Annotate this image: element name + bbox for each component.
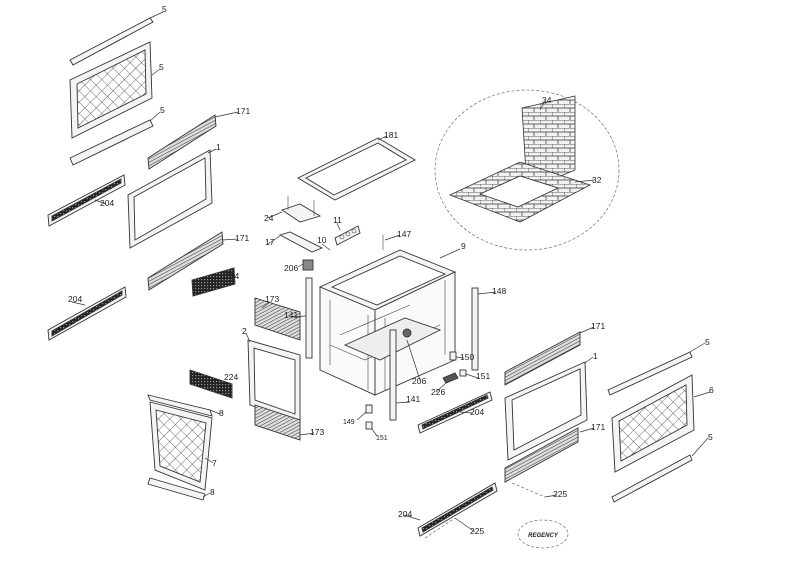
small-parts [365, 351, 467, 430]
part-label: 171 [591, 422, 605, 432]
receptacle-11 [334, 225, 361, 246]
part-label: 171 [235, 233, 249, 243]
top-rail-5 [69, 17, 154, 66]
part-label: 5 [708, 432, 713, 442]
part-label: 5 [160, 105, 165, 115]
part-label: 32 [592, 175, 602, 185]
part-label: 173 [265, 294, 279, 304]
part-label: 8 [210, 487, 215, 497]
frame-1-right [504, 361, 588, 461]
top-panel-181 [297, 137, 416, 201]
part-label: 141 [284, 310, 298, 320]
part-label: 5 [705, 337, 710, 347]
part-label: 149 [343, 419, 355, 426]
cover-17 [278, 231, 324, 253]
part-label: 1 [593, 351, 598, 361]
part-label: 206 [284, 263, 298, 273]
switch-206-upper [302, 259, 314, 271]
side-rail-8-bottom [147, 477, 206, 501]
part-label: 9 [461, 241, 466, 251]
side-screen-7 [149, 401, 213, 491]
part-label: 34 [542, 95, 552, 105]
side-frame-2 [247, 339, 301, 423]
part-label: 8 [219, 408, 224, 418]
grille-224-lower [189, 369, 233, 399]
part-label: 141 [406, 394, 420, 404]
part-label: 204 [100, 198, 114, 208]
part-labels: 5 5 5 171 1 204 181 34 32 24 11 147 17 1… [68, 4, 714, 536]
rail-5-right-bottom [611, 454, 693, 503]
screen-panel-6 [611, 374, 695, 473]
part-label: 225 [553, 489, 567, 499]
part-label: 17 [265, 237, 275, 247]
frame-1-left [127, 149, 213, 249]
svg-text:REGENCY: REGENCY [528, 533, 559, 539]
part-label: 5 [162, 4, 167, 14]
part-label: 147 [397, 229, 411, 239]
louver-171-upper [147, 114, 217, 170]
part-label: 150 [460, 352, 474, 362]
part-label: 151 [376, 435, 388, 442]
part-label: 151 [476, 371, 490, 381]
screw-guides [424, 482, 546, 539]
brick-back-panel-34 [521, 95, 576, 191]
part-label: 5 [159, 62, 164, 72]
part-label: 11 [333, 215, 342, 225]
part-label: 224 [225, 271, 239, 281]
side-rail-8-top [147, 394, 213, 417]
part-label: 1 [216, 142, 221, 152]
part-label: 204 [68, 294, 82, 304]
part-label: 148 [492, 286, 506, 296]
part-label: 6 [709, 385, 714, 395]
post-141-left [305, 277, 313, 359]
part-label: 24 [264, 213, 274, 223]
part-label: 204 [470, 407, 484, 417]
post-141-right [389, 329, 397, 421]
louver-173-lower [254, 404, 301, 441]
part-label: 7 [212, 458, 217, 468]
grille-204-bottom [417, 482, 498, 537]
detail-callout-ellipse [434, 89, 620, 251]
regency-logo: REGENCY [517, 519, 569, 549]
part-label: 225 [470, 526, 484, 536]
louver-173-upper [254, 297, 301, 341]
rail-5-right-top [607, 351, 693, 396]
part-label: 171 [236, 106, 250, 116]
louver-171-right-upper [504, 331, 581, 386]
part-label: 226 [431, 387, 445, 397]
louver-171-lower [147, 231, 224, 291]
grille-224-upper [191, 267, 236, 297]
part-label: 181 [384, 130, 398, 140]
grille-204-center [417, 391, 493, 434]
louver-171-right-lower [504, 427, 579, 483]
grille-204-lower [47, 286, 127, 341]
part-label: 10 [317, 235, 327, 245]
post-148 [471, 287, 479, 371]
firebox-9 [318, 249, 457, 396]
screen-panel-5 [69, 41, 153, 139]
part-label: 224 [224, 372, 238, 382]
part-label: 173 [310, 427, 324, 437]
grille-204-upper [47, 174, 126, 227]
bottom-rail-5 [69, 119, 154, 166]
part-label: 2 [242, 326, 247, 336]
part-label: 206 [412, 376, 426, 386]
brick-floor-32 [448, 161, 592, 223]
part-label: 171 [591, 321, 605, 331]
part-label: 204 [398, 509, 412, 519]
bracket-24 [280, 196, 322, 223]
